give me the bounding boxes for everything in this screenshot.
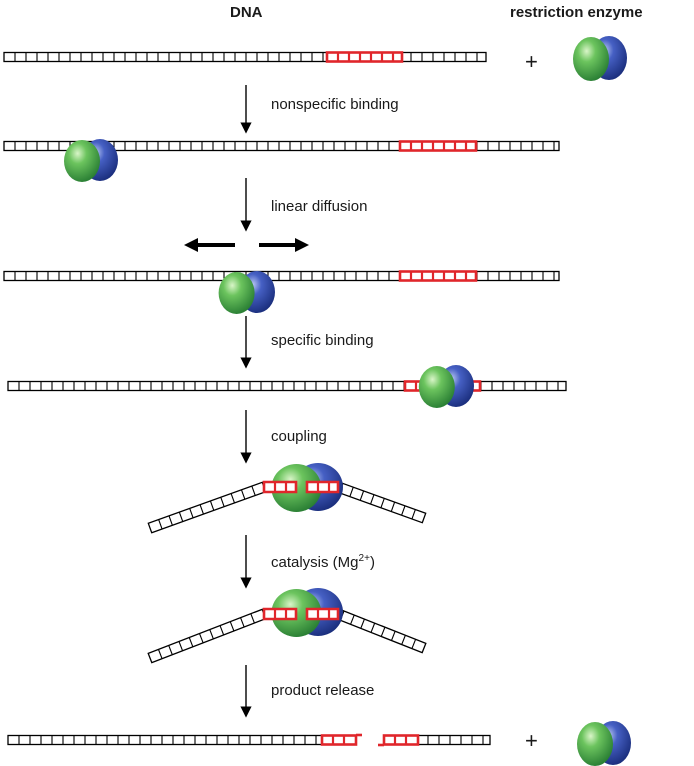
dna-cleaved-products (7, 733, 491, 747)
dna-backbone (3, 270, 560, 282)
enzyme-green-subunit (218, 272, 255, 314)
dna-backbone (3, 140, 560, 152)
enzyme-green-subunit (577, 722, 613, 766)
enzyme-green-subunit (573, 37, 609, 81)
dna-header: DNA (230, 4, 263, 21)
dna-backbone (3, 51, 487, 63)
enzyme-diffusion (218, 271, 275, 314)
step-label-coupling: coupling (271, 428, 327, 445)
step-label-linear-diffusion: linear diffusion (271, 198, 367, 215)
dna-strand-specific (7, 380, 567, 392)
plus-sign-top: + (525, 49, 538, 74)
enzyme-header: restriction enzyme (510, 4, 643, 21)
recognition-site (398, 270, 478, 282)
recognition-site (320, 734, 358, 746)
enzyme-green-subunit (418, 366, 455, 408)
dna-strand-nonspecific (3, 140, 560, 152)
step-label-specific-binding: specific binding (271, 332, 374, 349)
enzyme-specific-binding (418, 365, 474, 408)
dna-bent-catalysis (147, 588, 427, 664)
step-label-product-release: product release (271, 682, 374, 699)
catalysis-superscript: 2+ (359, 553, 371, 564)
dna-bent-coupling (147, 463, 427, 534)
plus-sign-bottom: + (525, 728, 538, 753)
catalysis-suffix: ) (370, 554, 375, 571)
dna-backbone (7, 734, 357, 746)
diffusion-left-arrow (184, 238, 235, 252)
diffusion-right-arrow (259, 238, 309, 252)
recognition-site (325, 51, 404, 63)
recognition-site (382, 734, 420, 746)
recognition-site (398, 140, 478, 152)
enzyme-nonspecific (64, 139, 118, 182)
catalysis-text: catalysis (Mg (271, 554, 359, 571)
step-label-nonspecific-binding: nonspecific binding (271, 96, 399, 113)
enzyme-green-subunit (64, 140, 100, 182)
step-label-catalysis: catalysis (Mg2+) (271, 553, 375, 571)
free-enzyme-top (573, 36, 627, 81)
dna-backbone (7, 380, 567, 392)
dna-strand-diffusion (3, 270, 560, 282)
dna-strand-initial (3, 51, 487, 63)
free-enzyme-bottom (577, 721, 631, 766)
